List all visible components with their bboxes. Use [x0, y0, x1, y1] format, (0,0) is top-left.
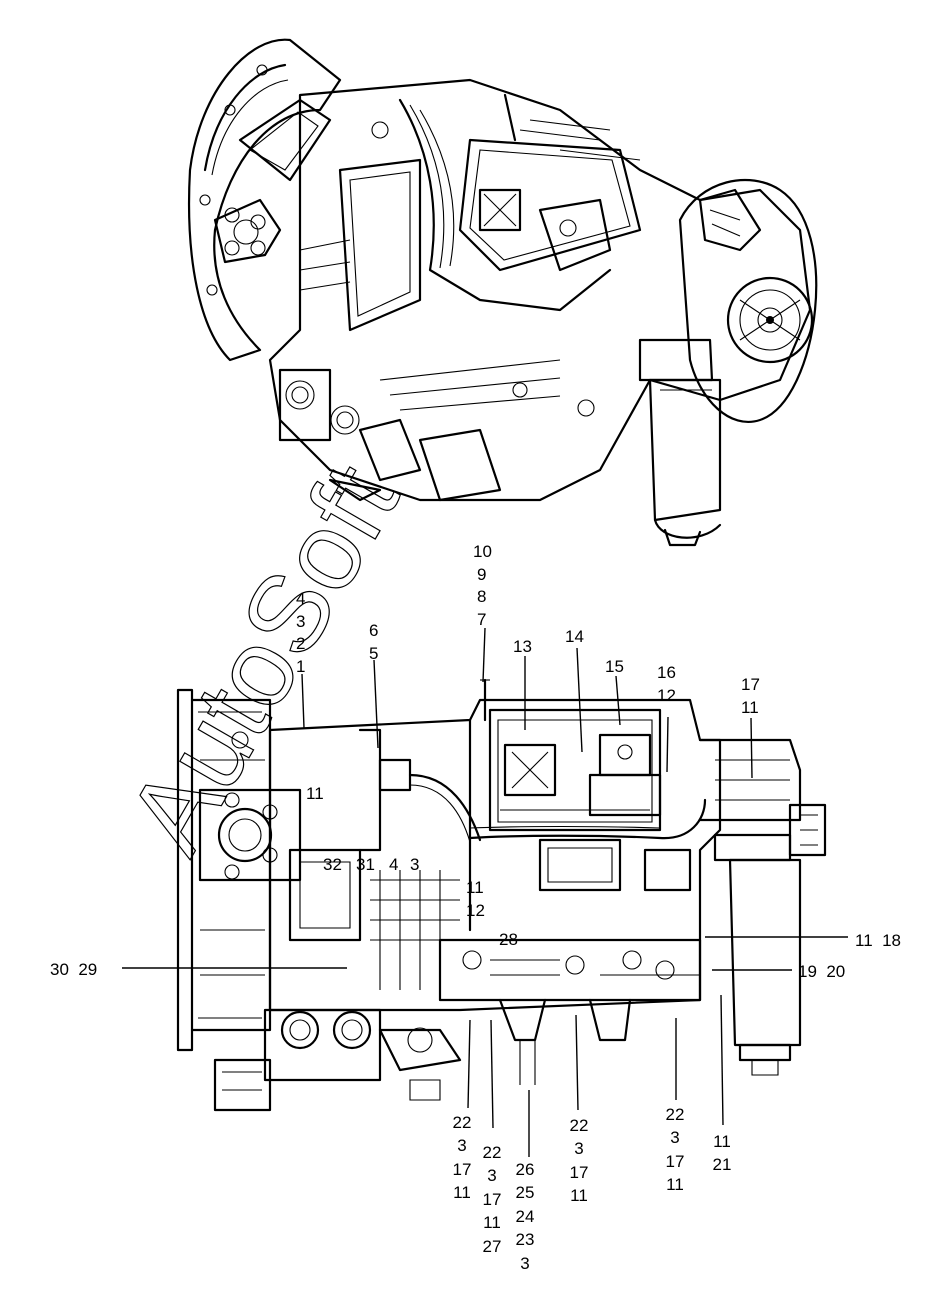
callout-26: 26 [516, 1160, 535, 1179]
callout-stack-6: 11 21 [713, 1132, 732, 1174]
callout-31: 31 [356, 855, 375, 874]
callout-24: 24 [516, 1207, 535, 1226]
callout-17: 17 [453, 1160, 472, 1179]
callout-32: 32 [323, 855, 342, 874]
callout-10: 10 [473, 542, 492, 561]
callout-27: 27 [483, 1237, 502, 1256]
callout-1: 1 [296, 657, 305, 676]
callout-22: 22 [483, 1143, 502, 1162]
callout-12: 12 [466, 901, 485, 920]
callout-23: 23 [516, 1230, 535, 1249]
callout-15: 15 [605, 657, 624, 676]
bell-housing [187, 38, 342, 362]
callout-11: 11 [713, 1132, 731, 1151]
callout-11: 11 [741, 698, 759, 717]
callout-17: 17 [741, 675, 760, 694]
side-oil-filter [713, 833, 802, 1076]
callout-11: 11 [453, 1183, 471, 1202]
callout-2: 2 [296, 634, 305, 653]
callout-19-20: 19 20 [798, 962, 845, 981]
side-elevation-view [176, 678, 827, 1112]
callout-11: 11 [483, 1213, 501, 1232]
callout-3: 3 [410, 855, 419, 874]
callout-11-18: 11 18 [855, 931, 901, 950]
callout-stack-3: 26 25 24 23 3 [516, 1160, 535, 1273]
callout-13: 13 [513, 637, 532, 656]
main-case [268, 78, 812, 502]
isometric-transmission-view [187, 38, 818, 547]
callout-3: 3 [574, 1139, 583, 1158]
callout-9: 9 [477, 565, 486, 584]
callout-4: 4 [389, 855, 398, 874]
leader-lines [122, 627, 848, 1157]
side-main-body [213, 678, 722, 1112]
callout-3: 3 [670, 1128, 679, 1147]
callout-16: 16 [657, 663, 676, 682]
callout-30-29: 30 29 [50, 960, 97, 979]
callout-22: 22 [570, 1116, 589, 1135]
output-flange [678, 178, 818, 423]
callout-stack-1: 22 3 17 11 [453, 1113, 472, 1202]
callout-8: 8 [477, 587, 486, 606]
callout-25: 25 [516, 1183, 535, 1202]
callout-17: 17 [483, 1190, 502, 1209]
callout-11: 11 [466, 878, 484, 897]
oil-filter [638, 338, 722, 547]
callout-22: 22 [453, 1113, 472, 1132]
callout-6: 6 [369, 621, 378, 640]
callout-3: 3 [487, 1166, 496, 1185]
callout-labels: 10 9 8 7 4 3 2 1 6 5 13 14 15 16 12 17 1… [50, 542, 901, 1273]
callout-stack-2: 22 3 17 11 27 [483, 1143, 502, 1256]
callout-14: 14 [565, 627, 584, 646]
callout-3: 3 [520, 1254, 529, 1273]
callout-5: 5 [369, 644, 378, 663]
callout-12: 12 [657, 686, 676, 705]
side-output-flange [698, 738, 827, 857]
callout-17: 17 [570, 1163, 589, 1182]
callout-7: 7 [477, 610, 486, 629]
callout-28: 28 [499, 930, 518, 949]
callout-stack-4: 22 3 17 11 [570, 1116, 589, 1205]
callout-11: 11 [570, 1186, 588, 1205]
callout-21: 21 [713, 1155, 732, 1174]
callout-17: 17 [666, 1152, 685, 1171]
callout-3: 3 [296, 612, 305, 631]
callout-11: 11 [666, 1175, 684, 1194]
callout-22: 22 [666, 1105, 685, 1124]
callout-stack-5: 22 3 17 11 [666, 1105, 685, 1194]
callout-11: 11 [306, 784, 324, 803]
callout-3: 3 [457, 1136, 466, 1155]
callout-4: 4 [296, 589, 305, 608]
